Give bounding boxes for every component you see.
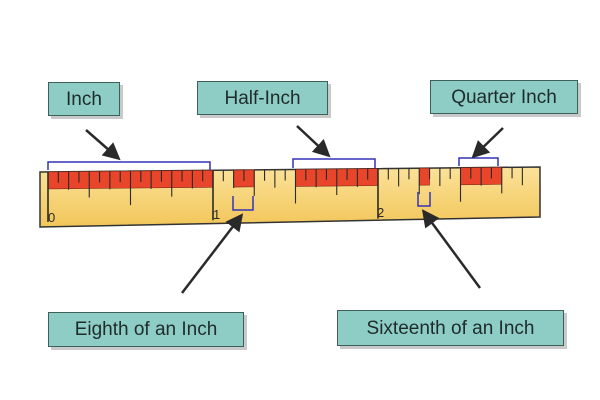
sixteenth-inch-arrow [421,209,482,289]
inch-bracket [47,161,211,170]
inch-label: Inch [48,82,120,116]
half-inch-arrow [296,125,331,158]
half-inch-label: Half-Inch [197,81,328,115]
ruler-number-2: 2 [377,205,384,220]
ruler-number-1: 1 [213,207,220,222]
tick-group [47,167,523,222]
sixteenth-highlight [418,167,430,186]
eighth-inch-label: Eighth of an Inch [48,312,244,347]
quarter-inch-bracket [458,157,499,166]
eighth-inch-bracket [232,196,254,211]
eighth-inch-arrow [181,213,244,294]
half-inch-bracket [292,158,376,168]
ruler-number-0: 0 [48,210,55,225]
quarter-inch-arrow [471,127,504,159]
sixteenth-inch-label: Sixteenth of an Inch [337,310,564,346]
inch-arrow [85,129,121,161]
sixteenth-inch-bracket [417,192,431,207]
quarter-inch-label: Quarter Inch [430,80,578,114]
